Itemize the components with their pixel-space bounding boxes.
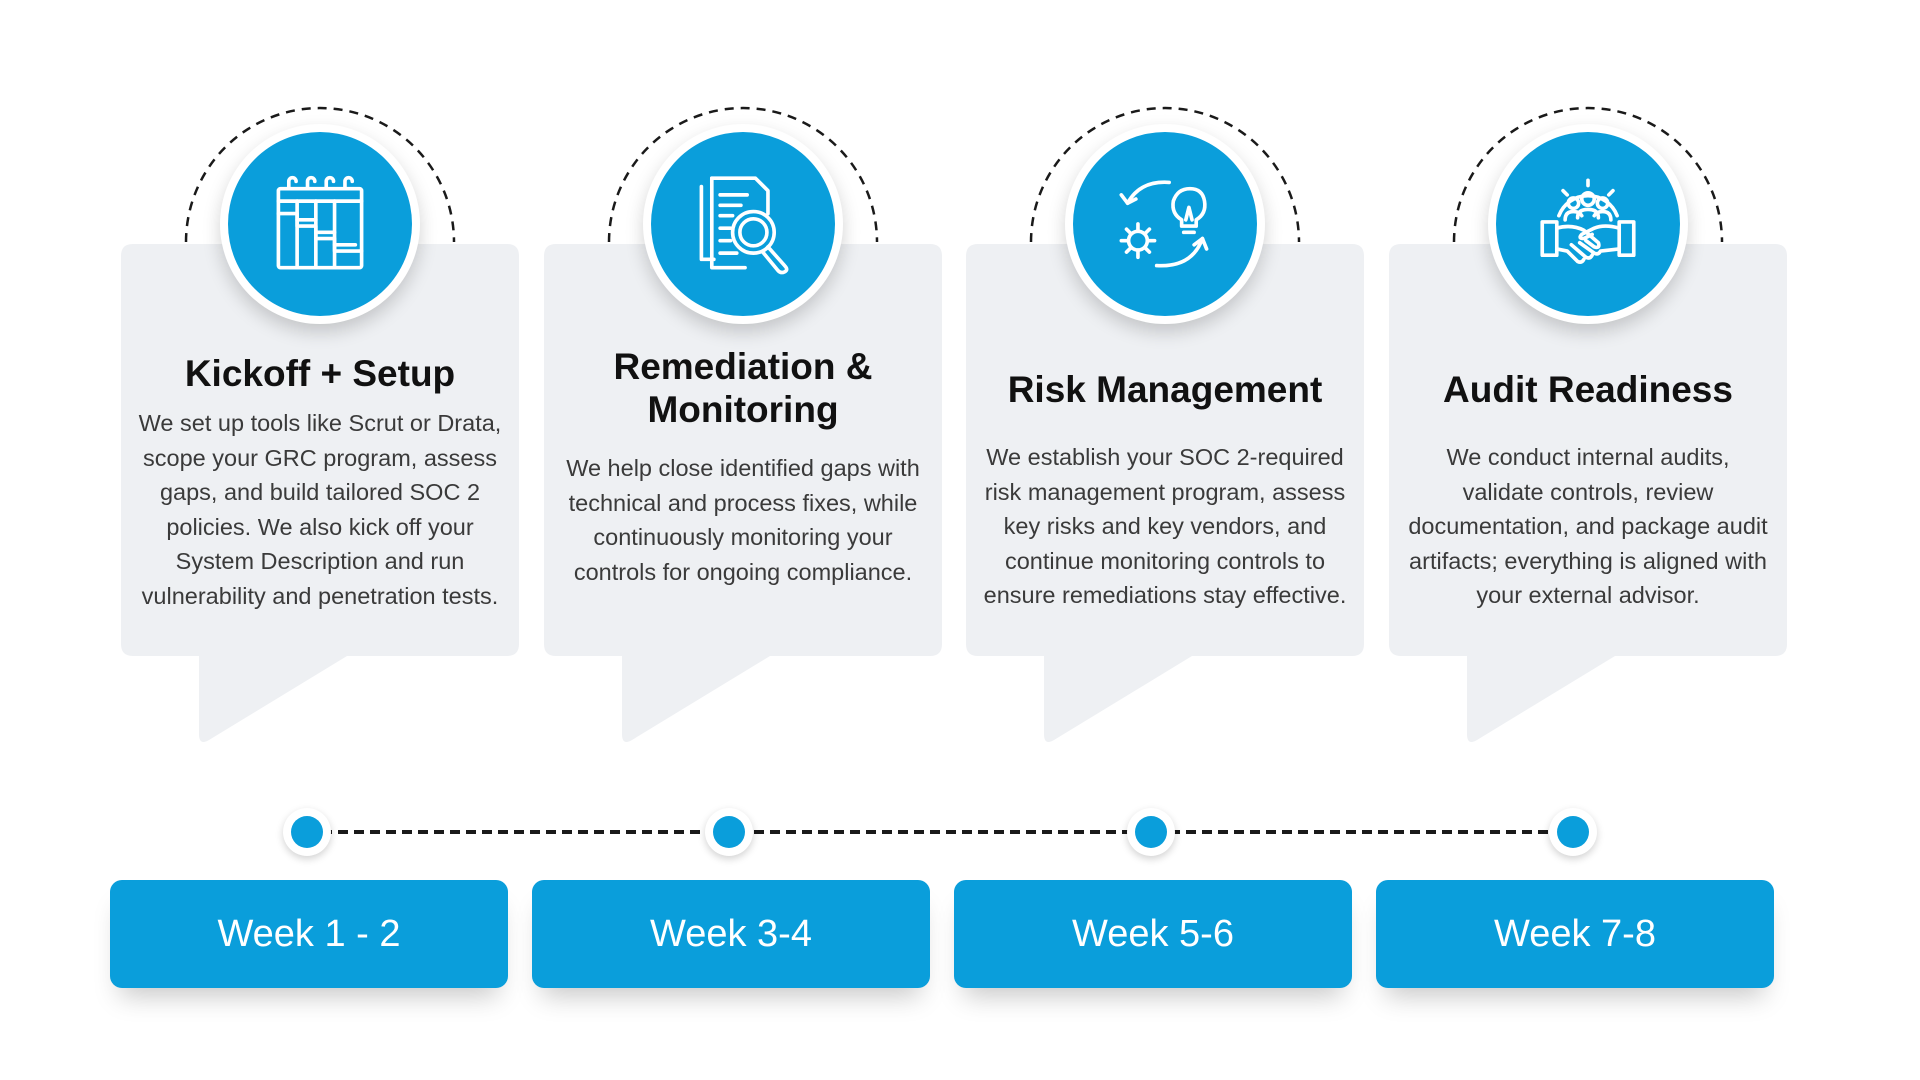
stage-card-kickoff: Kickoff + Setup We set up tools like Scr… [121, 106, 519, 744]
dashed-ring [607, 106, 879, 243]
stage-title: Remediation & Monitoring [613, 346, 873, 430]
speech-bubble [544, 244, 942, 742]
gear-idea-cycle-icon [1119, 180, 1209, 268]
timeline-dot [1549, 808, 1597, 856]
stage-card-remediation: Remediation & Monitoring We help close i… [544, 106, 942, 744]
stage-card-audit: Audit Readiness We conduct internal audi… [1389, 106, 1787, 744]
week-5-6-button[interactable]: Week 5-6 [954, 880, 1352, 988]
stage-description: We establish your SOC 2-required risk ma… [983, 444, 1347, 608]
stage-title: Risk Management [1007, 369, 1323, 410]
speech-bubble [121, 244, 519, 742]
week-7-8-button[interactable]: Week 7-8 [1376, 880, 1774, 988]
document-search-icon [699, 176, 789, 275]
icon-badge [643, 124, 843, 324]
icon-badge [1488, 124, 1688, 324]
stage-title: Audit Readiness [1443, 369, 1733, 410]
stage-title: Kickoff + Setup [184, 353, 456, 394]
handshake-team-icon [1540, 178, 1636, 264]
timeline-dot [283, 808, 331, 856]
timeline [0, 808, 1920, 856]
speech-bubble [1389, 244, 1787, 742]
icon-badge [220, 124, 420, 324]
stage-description: We set up tools like Scrut or Drata, sco… [138, 410, 502, 609]
timeline-connector [306, 830, 1565, 834]
icon-badge [1065, 124, 1265, 324]
calendar-steps-icon [276, 175, 364, 270]
timeline-dot [705, 808, 753, 856]
stage-description: We help close identified gaps with techn… [566, 455, 920, 585]
dashed-ring [1029, 106, 1301, 243]
timeline-dot [1127, 808, 1175, 856]
stage-description: We conduct internal audits, validate con… [1408, 444, 1768, 608]
stage-card-risk: Risk Management We establish your SOC 2-… [966, 106, 1364, 744]
week-3-4-button[interactable]: Week 3-4 [532, 880, 930, 988]
dashed-ring [184, 106, 456, 243]
speech-bubble [966, 244, 1364, 742]
week-1-2-button[interactable]: Week 1 - 2 [110, 880, 508, 988]
dashed-ring [1452, 106, 1724, 243]
